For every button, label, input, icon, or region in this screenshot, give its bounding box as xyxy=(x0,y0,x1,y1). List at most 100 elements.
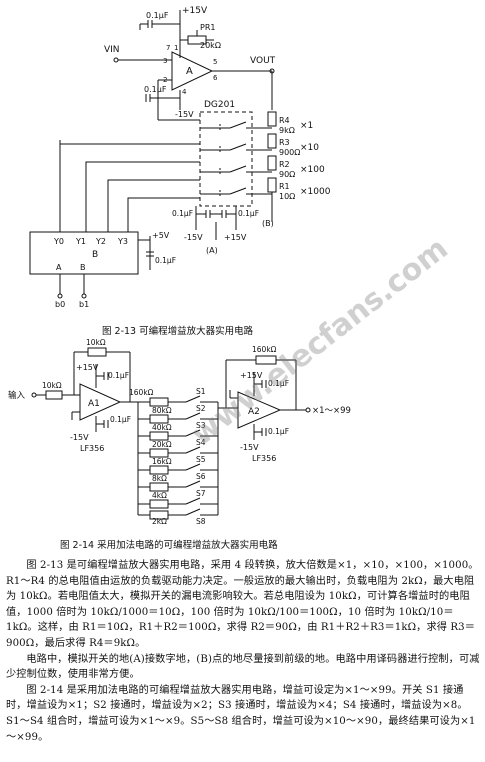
fig2-r80: 80kΩ xyxy=(152,406,172,415)
fig2-caption: 图 2-14 采用加法电路的可编程增益放大器实用电路 xyxy=(60,540,278,551)
fig1-point-b: (B) xyxy=(262,219,274,228)
fig1-cap-dec: 0.1μF xyxy=(155,256,176,265)
fig1-gain-1: ×1 xyxy=(300,121,313,131)
fig1-pin1: 1 xyxy=(174,44,178,52)
fig1-cap-top: 0.1μF xyxy=(146,11,169,20)
fig1-point-a: (A) xyxy=(206,246,218,255)
fig2-row-6: 8kΩ S6 xyxy=(138,472,218,492)
fig1-b0: b0 xyxy=(55,300,65,309)
fig2-r8: 8kΩ xyxy=(152,474,167,483)
fig1-opamp-label: A xyxy=(186,66,193,77)
fig1-minus15v-dg: -15V xyxy=(184,233,203,242)
fig2-s5: S5 xyxy=(196,455,206,464)
paragraph-2: 电路中，模拟开关的地(A)接数字地，(B)点的地尽量接到前级的地。电路中用译码器… xyxy=(6,653,480,681)
fig2-row-1: 160kΩ S1 xyxy=(129,387,218,407)
fig1-pr1-val: 20kΩ xyxy=(200,41,221,50)
fig1-pin5: 5 xyxy=(213,58,217,66)
fig1-pin6: 6 xyxy=(213,74,218,82)
fig2-row-7: 4kΩ S7 xyxy=(138,489,218,509)
fig1-vin: VIN xyxy=(104,45,120,55)
fig2-s6: S6 xyxy=(196,472,206,481)
fig2-s8: S8 xyxy=(196,517,206,526)
fig1-r2-val: 90Ω xyxy=(279,170,295,179)
fig1-y1: Y1 xyxy=(75,237,86,246)
fig1-caption: 图 2-13 可编程增益放大器实用电路 xyxy=(102,326,254,337)
fig2-row-5: 16kΩ S5 xyxy=(138,455,218,475)
fig2-lf356-a: LF356 xyxy=(80,444,104,453)
fig2-circuit: 输入 10kΩ 10kΩ A1 +15V 0.1μF -15V 0.1μF LF… xyxy=(8,338,351,526)
fig2-lf356-b: LF356 xyxy=(252,454,276,463)
fig2-plus15v-b: +15V xyxy=(240,371,263,380)
fig1-y2: Y2 xyxy=(95,237,106,246)
fig2-r4: 4kΩ xyxy=(152,491,167,500)
fig2-rin: 10kΩ xyxy=(42,381,62,390)
fig2-cap-a2: 0.1μF xyxy=(110,415,131,424)
fig1-r4-val: 9kΩ xyxy=(279,126,295,135)
fig1-gain-1000: ×1000 xyxy=(300,187,331,197)
fig2-r160: 160kΩ xyxy=(129,388,154,397)
fig2-r16: 16kΩ xyxy=(152,457,172,466)
fig1-minus15v: -15V xyxy=(175,110,194,119)
fig1-gain-10: ×10 xyxy=(300,143,319,153)
fig1-y0: Y0 xyxy=(53,237,64,246)
fig2-cap-b2: 0.1μF xyxy=(268,427,289,436)
fig2-out: ×1～×99 xyxy=(312,406,351,416)
fig2-s4: S4 xyxy=(196,438,206,447)
body-text: 图 2-13 是可编程增益放大器实用电路，采用 4 段转换，放大倍数是×1，×1… xyxy=(6,558,480,745)
fig1-b1: b1 xyxy=(79,300,89,309)
fig2-s3: S3 xyxy=(196,421,206,430)
fig1-dg201-box xyxy=(199,111,253,207)
fig2-row-8: 2kΩ S8 xyxy=(138,508,218,526)
fig2-plus15v-a: +15V xyxy=(76,363,99,372)
fig2-row-4: 20kΩ S4 xyxy=(138,438,218,458)
fig2-minus15v-a: -15V xyxy=(70,433,89,442)
fig1-r3: R3 xyxy=(279,138,290,147)
fig1-plus5v: +5V xyxy=(152,231,170,240)
fig2-r40: 40kΩ xyxy=(152,423,172,432)
fig1-opamp-a xyxy=(171,51,214,91)
fig1-pin7: 7 xyxy=(166,44,170,52)
fig1-cap-bottom: 0.1μF xyxy=(144,85,167,94)
fig2-rfb2: 160kΩ xyxy=(252,345,277,354)
fig2-cap-a1: 0.1μF xyxy=(108,371,129,380)
fig2-opamp-a1 xyxy=(79,383,122,421)
fig1-pin3: 3 xyxy=(163,57,167,65)
fig1-vout: VOUT xyxy=(250,56,276,66)
fig1-cap-dg2: 0.1μF xyxy=(238,209,259,218)
fig1-dec-b: B xyxy=(92,250,98,260)
fig1-cap-dg1: 0.1μF xyxy=(172,209,193,218)
fig2-s7: S7 xyxy=(196,489,206,498)
fig1-in-a: A xyxy=(56,263,62,272)
fig1-r1-val: 10Ω xyxy=(279,192,295,201)
fig1-gain-100: ×100 xyxy=(300,165,325,175)
fig2-s1: S1 xyxy=(196,387,206,396)
paragraph-1: 图 2-13 是可编程增益放大器实用电路，采用 4 段转换，放大倍数是×1，×1… xyxy=(6,560,479,649)
fig1-plus15v-dg: +15V xyxy=(224,233,247,242)
fig1-r3-val: 900Ω xyxy=(279,148,300,157)
fig2-a2: A2 xyxy=(248,407,260,417)
fig1-plus15v-top: +15V xyxy=(182,6,208,16)
fig1-pr1: PR1 xyxy=(200,23,215,32)
fig1-dg201: DG201 xyxy=(204,100,235,110)
fig1-circuit: +15V 0.1μF PR1 20kΩ A 3 2 5 6 1 4 7 VIN … xyxy=(29,6,331,309)
fig1-pin4: 4 xyxy=(182,88,187,96)
fig1-r4: R4 xyxy=(279,116,290,125)
fig2-s2: S2 xyxy=(196,404,206,413)
fig1-in-b: B xyxy=(80,263,86,272)
fig1-y3: Y3 xyxy=(117,237,128,246)
fig2-rfb1: 10kΩ xyxy=(86,338,106,347)
fig2-cap-b1: 0.1μF xyxy=(268,379,289,388)
fig2-opamp-a2 xyxy=(237,391,282,429)
paragraph-3: 图 2-14 是采用加法电路的可编程增益放大器实用电路，增益可设定为×1～×99… xyxy=(6,684,476,743)
fig2-input: 输入 xyxy=(8,390,26,401)
fig1-r1: R1 xyxy=(279,182,290,191)
fig2-r20: 20kΩ xyxy=(152,440,172,449)
fig2-minus15v-b: -15V xyxy=(240,443,259,452)
fig2-row-2: 80kΩ S2 xyxy=(138,404,218,424)
fig2-r2: 2kΩ xyxy=(152,517,167,526)
schematics: +15V 0.1μF PR1 20kΩ A 3 2 5 6 1 4 7 VIN … xyxy=(8,6,351,526)
fig2-row-3: 40kΩ S3 xyxy=(138,421,218,441)
fig1-r2: R2 xyxy=(279,160,290,169)
fig2-a1: A1 xyxy=(88,399,100,409)
